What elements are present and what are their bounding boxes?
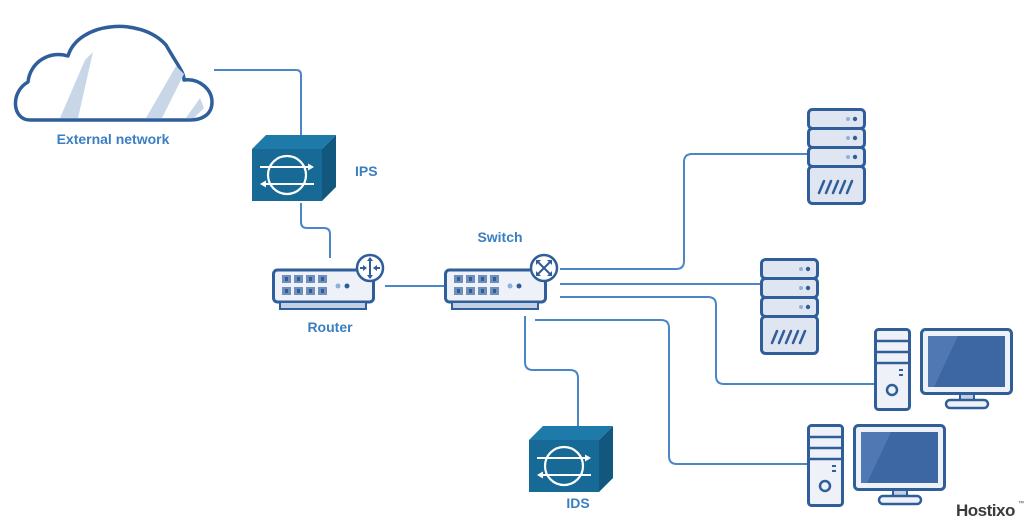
ids-device[interactable]: IDS <box>529 426 613 511</box>
ips-device[interactable]: IPS <box>252 135 378 201</box>
edge-cloud-ips <box>214 69 302 135</box>
router-badge-icon <box>355 253 385 283</box>
router-label: Router <box>307 319 353 335</box>
edge-switch-ids <box>524 316 579 426</box>
ips-label: IPS <box>355 163 378 179</box>
workstation-icon <box>807 424 946 507</box>
cloud-shading <box>60 52 204 118</box>
logo-text: Hostixo <box>956 501 1015 520</box>
hostixo-logo: Hostixo ™ <box>956 500 1024 520</box>
server-1[interactable] <box>807 108 866 205</box>
router-device[interactable]: Router <box>272 253 385 335</box>
edge-switch-pc2 <box>535 319 807 465</box>
switch-badge-icon <box>529 253 559 283</box>
edge-switch-server1 <box>560 153 808 270</box>
edge-switch-pc1 <box>560 296 876 385</box>
ips-icon <box>252 135 336 201</box>
external-network-cloud[interactable]: External network <box>13 24 214 147</box>
logo-trademark: ™ <box>1018 500 1024 507</box>
ids-icon <box>529 426 613 492</box>
switch-device[interactable]: Switch <box>444 229 559 311</box>
server-icon <box>807 108 866 205</box>
switch-label: Switch <box>477 229 522 245</box>
cloud-label: External network <box>57 131 170 147</box>
server-2[interactable] <box>760 258 819 355</box>
workstation-1[interactable] <box>874 328 1013 411</box>
switch-icon <box>444 268 547 311</box>
workstation-2[interactable] <box>807 424 946 507</box>
workstation-icon <box>874 328 1013 411</box>
connections <box>214 69 876 465</box>
ids-label: IDS <box>566 495 589 511</box>
server-icon <box>760 258 819 355</box>
edge-ips-router <box>300 203 331 258</box>
